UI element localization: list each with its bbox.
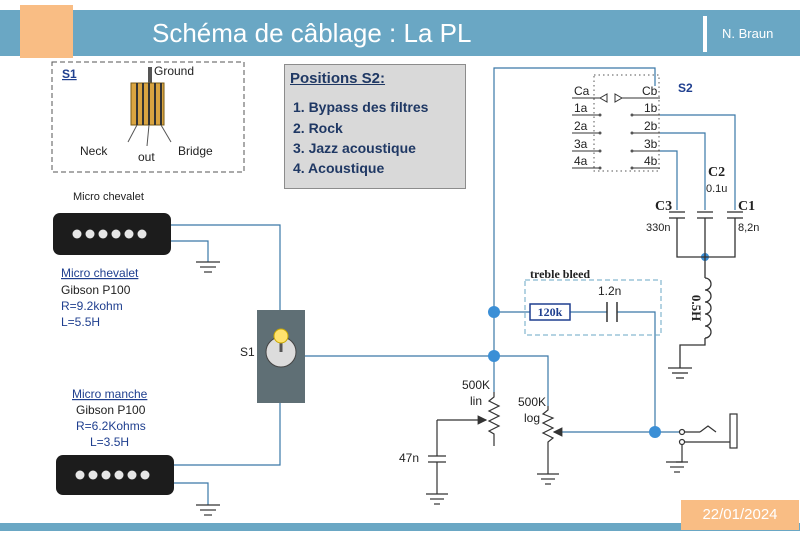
s1-switch-label: S1 (240, 345, 255, 359)
s2-position-4: 4. Acoustique (293, 160, 385, 176)
header-separator (703, 16, 707, 52)
s1-legend-box (51, 61, 245, 173)
treble-bleed-box (524, 279, 662, 336)
pickup-grounds (196, 261, 220, 516)
s1-neck-label: Neck (80, 144, 108, 158)
s2-position-1: 1. Bypass des filtres (293, 99, 429, 115)
s1-contact-block (130, 82, 165, 126)
header-bar (0, 10, 800, 56)
volume-pot-taper: lin (470, 394, 482, 408)
s2-position-2: 2. Rock (293, 120, 343, 136)
inductor-value: 0.5H (689, 295, 704, 321)
s1-legend-title: S1 (62, 67, 77, 81)
tone-pot-taper: log (524, 411, 540, 425)
footer-bar (0, 523, 800, 531)
bridge-pickup-inductance: L=5.5H (61, 315, 100, 329)
s2-cap-wires (660, 114, 736, 210)
neck-pickup-poles (75, 470, 150, 480)
s2-label: S2 (678, 81, 693, 95)
s1-switch-lamp (273, 328, 289, 344)
treble-bleed-label: treble bleed (530, 267, 590, 281)
s2-right-2: 2b (644, 119, 658, 133)
c3-label: C3 (655, 199, 672, 214)
tone-pot-value: 500K (518, 395, 546, 409)
s1-bridge-label: Bridge (178, 144, 213, 158)
c3-value: 330n (646, 222, 670, 234)
volume-pot-value: 500K (462, 378, 490, 392)
volume-pot (487, 392, 501, 446)
s2-contact-dots (598, 113, 634, 170)
bridge-pickup-poles (72, 229, 147, 239)
neck-pickup-inductance: L=3.5H (90, 435, 129, 449)
s1-shaft (148, 67, 152, 85)
s2-left-1: 1a (574, 101, 588, 115)
treble-bleed-resistor (529, 303, 571, 321)
bridge-pickup-model: Gibson P100 (61, 283, 131, 297)
s2-right-3: 3b (644, 137, 658, 151)
footer-date: 22/01/2024 (681, 500, 799, 530)
s2-left-3: 3a (574, 137, 588, 151)
s2-positions-title: Positions S2: (290, 70, 386, 87)
neck-pickup-link[interactable]: Micro manche (72, 387, 148, 401)
filter-caps (669, 211, 743, 258)
s2-positions-box: Positions S2: 1. Bypass des filtres 2. R… (284, 64, 466, 189)
s2-left-2: 2a (574, 119, 588, 133)
header-accent-square (20, 5, 73, 58)
c2-label: C2 (708, 165, 725, 180)
c2-value: 0.1u (706, 183, 727, 195)
bridge-pickup-resistance: R=9.2kohm (61, 299, 123, 313)
output-jack[interactable] (666, 413, 738, 473)
s2-cb-label: Cb (642, 84, 658, 98)
neck-pickup-model: Gibson P100 (76, 403, 146, 417)
s2-ca-label: Ca (574, 84, 590, 98)
bridge-pickup-label: Micro chevalet (73, 191, 144, 203)
treble-bleed-resistor-value: 120k (538, 305, 563, 319)
s1-out-label: out (138, 150, 155, 164)
bridge-pickup-link[interactable]: Micro chevalet (61, 266, 139, 280)
tone-cap-value: 47n (399, 451, 419, 465)
tone-cap (426, 420, 448, 505)
treble-bleed-cap-value: 1.2n (598, 284, 621, 298)
c1-value: 8,2n (738, 222, 759, 234)
s2-contacts (572, 93, 660, 169)
wire-junctions (488, 253, 709, 438)
s2-right-4: 4b (644, 154, 658, 168)
pickup-wires (171, 224, 281, 505)
s2-position-3: 3. Jazz acoustique (293, 140, 416, 156)
page-title: Schéma de câblage : La PL (152, 18, 472, 48)
s2-left-4: 4a (574, 154, 588, 168)
s2-right-1: 1b (644, 101, 658, 115)
author-name: N. Braun (722, 26, 774, 41)
c1-label: C1 (738, 199, 755, 214)
neck-pickup-resistance: R=6.2Kohms (76, 419, 146, 433)
s2-switch[interactable] (593, 74, 660, 172)
tone-pot (541, 406, 555, 474)
inductor (668, 257, 712, 379)
s1-ground-label: Ground (154, 64, 194, 78)
